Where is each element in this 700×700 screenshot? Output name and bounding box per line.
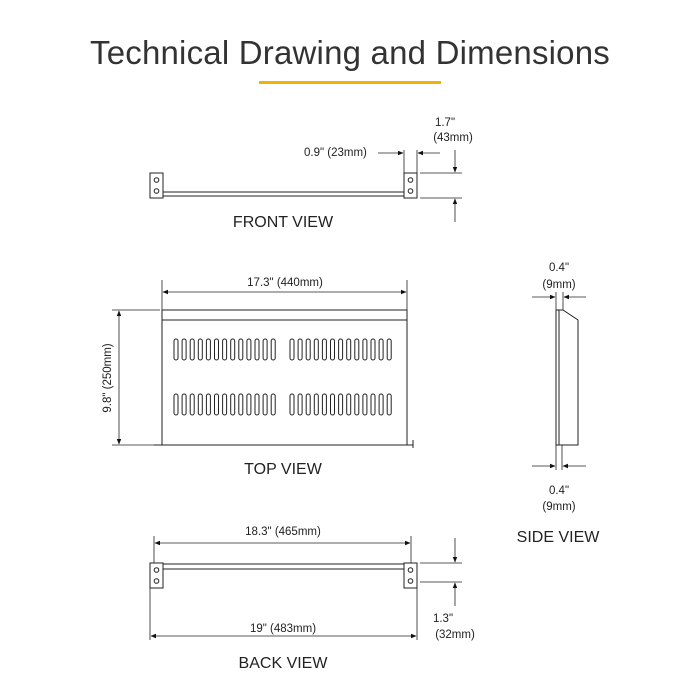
vent-slot xyxy=(305,338,311,361)
back-view xyxy=(149,536,462,640)
back-view-dimension-lines xyxy=(149,536,462,640)
vent-slot xyxy=(197,393,203,416)
front-view-shelf xyxy=(149,172,418,199)
vent-slot xyxy=(173,338,179,361)
vent-slot xyxy=(205,338,211,361)
vent-slot xyxy=(230,393,236,416)
vent-slot xyxy=(354,338,360,361)
side-view-label: SIDE VIEW xyxy=(517,529,601,546)
page-title: Technical Drawing and Dimensions xyxy=(90,34,610,71)
back-dim-inner: 18.3" (465mm) xyxy=(245,526,321,538)
vent-slot xyxy=(362,338,368,361)
back-dim-outer: 19" (483mm) xyxy=(250,623,316,635)
side-view xyxy=(532,292,586,470)
top-view xyxy=(112,280,414,448)
vent-slot xyxy=(181,393,187,416)
vent-slot xyxy=(346,393,352,416)
vent-slot xyxy=(330,393,335,416)
vent-slot xyxy=(270,393,276,416)
back-dim-height-value: 1.3" xyxy=(433,613,453,625)
top-dim-width: 17.3" (440mm) xyxy=(247,277,323,289)
side-dim-bottom-metric: (9mm) xyxy=(542,501,575,513)
vent-slot xyxy=(362,393,368,416)
back-view-shelf xyxy=(149,562,418,589)
vent-slot xyxy=(338,393,344,416)
front-dim-height-value: 1.7" xyxy=(435,117,455,129)
vent-slots-lower-right xyxy=(289,393,392,416)
side-dim-top-value: 0.4" xyxy=(549,262,569,274)
vent-slot xyxy=(370,393,376,416)
vent-slot xyxy=(189,338,195,361)
vent-slot xyxy=(181,338,187,361)
vent-slot xyxy=(378,393,384,416)
vent-slot xyxy=(246,338,252,361)
title-underline xyxy=(259,81,441,84)
vent-slot xyxy=(346,338,352,361)
vent-slot xyxy=(197,338,203,361)
vent-slot xyxy=(205,393,211,416)
vent-slot xyxy=(386,338,392,361)
top-view-dimension-lines xyxy=(112,280,408,446)
front-view-dimension-lines xyxy=(378,150,462,222)
front-view xyxy=(149,150,462,222)
back-view-label: BACK VIEW xyxy=(239,655,329,672)
front-dim-depth: 0.9" (23mm) xyxy=(304,147,367,159)
vent-slot xyxy=(305,393,311,416)
top-view-tray xyxy=(154,309,414,448)
vent-slot xyxy=(222,338,228,361)
vent-slot xyxy=(297,338,303,361)
side-dim-top-metric: (9mm) xyxy=(542,279,575,291)
vent-slot xyxy=(246,393,252,416)
top-dim-depth: 9.8" (250mm) xyxy=(102,343,114,412)
vent-slot xyxy=(386,393,392,416)
vent-slot xyxy=(222,393,228,416)
vent-slot xyxy=(313,393,319,416)
vent-slot xyxy=(270,338,276,361)
vent-slot xyxy=(321,338,327,361)
vent-slot xyxy=(189,393,195,416)
vent-slot xyxy=(214,393,219,416)
side-view-dimension-lines xyxy=(532,292,586,470)
vent-slot xyxy=(330,338,335,361)
vent-slot xyxy=(313,338,319,361)
back-dim-height-metric: (32mm) xyxy=(435,629,475,641)
vent-slot xyxy=(214,338,219,361)
vent-slot xyxy=(230,338,236,361)
vent-slot xyxy=(289,393,295,416)
vent-slot xyxy=(238,338,244,361)
vent-slot xyxy=(378,338,384,361)
vent-slot xyxy=(338,338,344,361)
side-dim-bottom-value: 0.4" xyxy=(549,485,569,497)
vent-slot xyxy=(321,393,327,416)
vent-slots-upper-left xyxy=(173,338,276,361)
front-dim-height-metric: (43mm) xyxy=(433,132,473,144)
vent-slot xyxy=(370,338,376,361)
vent-slot xyxy=(297,393,303,416)
vent-slots-lower-left xyxy=(173,393,276,416)
vent-slots-upper-right xyxy=(289,338,392,361)
top-view-label: TOP VIEW xyxy=(244,461,323,478)
vent-slot xyxy=(262,393,268,416)
vent-slot xyxy=(254,338,260,361)
vent-slot xyxy=(173,393,179,416)
vent-slot xyxy=(289,338,295,361)
front-view-label: FRONT VIEW xyxy=(233,214,334,231)
vent-slot xyxy=(254,393,260,416)
side-view-profile xyxy=(555,309,579,446)
vent-slot xyxy=(354,393,360,416)
vent-slot xyxy=(262,338,268,361)
vent-slot xyxy=(238,393,244,416)
